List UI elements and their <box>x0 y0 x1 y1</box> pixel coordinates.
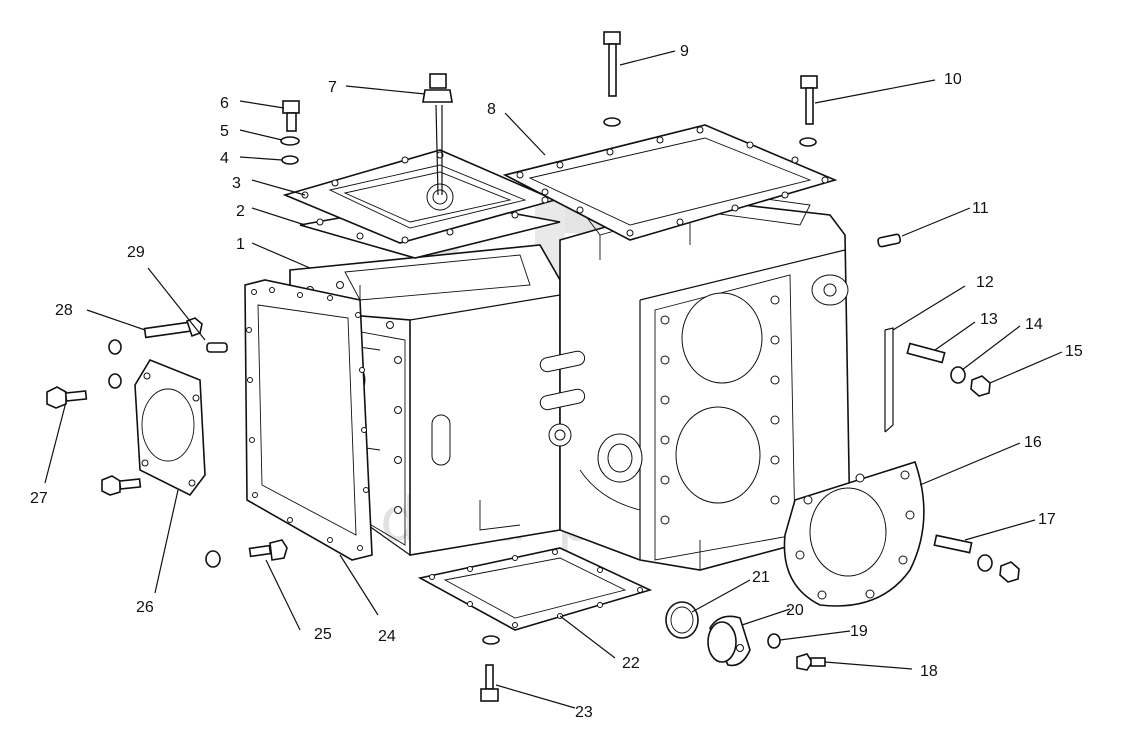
callout-labels: 1 2 3 4 5 6 7 8 9 10 11 12 13 14 15 16 1… <box>30 43 1083 721</box>
bolt-9 <box>603 31 621 127</box>
callout-13: 13 <box>980 311 998 328</box>
callout-24: 24 <box>378 628 396 645</box>
round-gasket-26 <box>134 359 206 497</box>
callout-29: 29 <box>127 244 145 261</box>
side-gasket-24 <box>244 279 373 561</box>
transmission-housing <box>289 189 851 571</box>
flange-plate-16 <box>783 461 925 607</box>
callout-10: 10 <box>944 71 962 88</box>
callout-1: 1 <box>236 236 245 253</box>
bolt-18-assembly <box>767 633 826 671</box>
callout-4: 4 <box>220 150 229 167</box>
stud-28-assembly <box>143 317 228 353</box>
callout-14: 14 <box>1025 316 1043 333</box>
callout-6: 6 <box>220 95 229 112</box>
bolt-27 <box>46 339 142 496</box>
callout-3: 3 <box>232 175 241 192</box>
leader-lines <box>44 50 1063 709</box>
callout-2: 2 <box>236 203 245 220</box>
top-right-gasket <box>502 124 838 241</box>
bolt-6-assembly <box>280 100 300 165</box>
callout-27: 27 <box>30 490 48 507</box>
callout-20: 20 <box>786 602 804 619</box>
callout-5: 5 <box>220 123 229 140</box>
cover-20 <box>707 615 751 667</box>
callout-17: 17 <box>1038 511 1056 528</box>
pin-11 <box>877 233 902 248</box>
callout-12: 12 <box>976 274 994 291</box>
callout-18: 18 <box>920 663 938 680</box>
bracket-12 <box>884 327 894 433</box>
stud-13-assembly <box>906 342 991 397</box>
stud-17-assembly <box>933 534 1020 583</box>
callout-11: 11 <box>972 200 989 217</box>
callout-16: 16 <box>1024 434 1042 451</box>
top-cover <box>282 149 561 259</box>
bolt-10 <box>799 75 818 147</box>
callout-8: 8 <box>487 101 496 118</box>
bottom-gasket-22 <box>417 547 653 631</box>
callout-21: 21 <box>752 569 770 586</box>
callout-28: 28 <box>55 302 73 319</box>
callout-9: 9 <box>680 43 689 60</box>
callout-23: 23 <box>575 704 593 721</box>
callout-15: 15 <box>1065 343 1083 360</box>
callout-22: 22 <box>622 655 640 672</box>
callout-7: 7 <box>328 79 337 96</box>
bolt-23 <box>480 635 500 702</box>
callout-26: 26 <box>136 599 154 616</box>
callout-19: 19 <box>850 623 868 640</box>
bolt-25-assembly <box>205 539 288 568</box>
callout-25: 25 <box>314 626 332 643</box>
dipstick <box>422 73 453 196</box>
